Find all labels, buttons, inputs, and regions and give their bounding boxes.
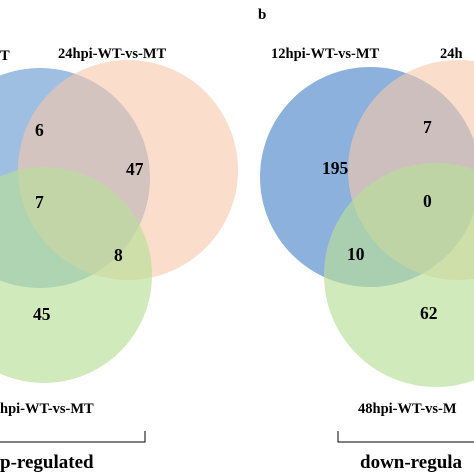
right-label-bottom: 48hpi-WT-vs-M — [358, 401, 457, 417]
right-circle-green — [324, 163, 474, 387]
left-count-abc: 7 — [35, 192, 44, 212]
panel-letter-b: b — [258, 7, 266, 23]
right-count-abc: 0 — [423, 191, 432, 211]
right-count-ab: 7 — [423, 117, 432, 137]
left-bracket — [0, 431, 146, 443]
right-label-top-left: 12hpi-WT-vs-MT — [271, 46, 380, 62]
right-count-a-only: 195 — [322, 158, 349, 178]
left-circle-green — [0, 167, 152, 383]
left-label-top-left: T — [0, 48, 10, 64]
left-venn — [0, 60, 238, 383]
right-bracket — [337, 431, 474, 443]
right-count-c-only: 62 — [420, 303, 438, 323]
left-label-top-right: 24hpi-WT-vs-MT — [58, 46, 167, 62]
left-count-bc: 8 — [114, 245, 123, 265]
left-count-c-only: 45 — [33, 304, 51, 324]
right-caption: down-regula — [360, 452, 463, 473]
right-venn — [260, 60, 474, 387]
left-count-b-only: 47 — [126, 159, 144, 179]
left-caption: p-regulated — [0, 452, 94, 473]
right-count-ac: 10 — [347, 244, 365, 264]
left-label-bottom: hpi-WT-vs-MT — [0, 401, 94, 417]
left-count-ab: 6 — [35, 120, 44, 140]
right-label-top-right: 24h — [440, 46, 463, 62]
